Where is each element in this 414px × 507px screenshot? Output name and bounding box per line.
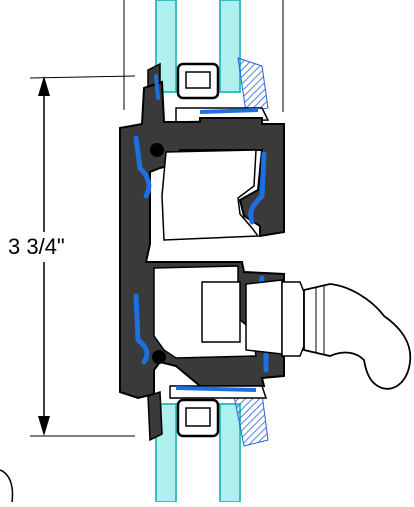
glass-pane-right-bottom xyxy=(219,403,241,503)
detail-callout-arc xyxy=(0,469,14,503)
reference-lines xyxy=(29,0,284,437)
black-seals xyxy=(150,143,166,364)
lower-glazing-section xyxy=(147,385,269,447)
upper-spacer xyxy=(176,62,220,100)
handle-rosette xyxy=(281,281,305,357)
gasket-left-upper xyxy=(133,135,152,199)
height-dimension-label: 3 3/4" xyxy=(6,232,67,262)
arrow-down-icon xyxy=(38,416,50,436)
gasket-right-upper xyxy=(248,151,267,225)
arrow-up-icon xyxy=(38,76,50,96)
glass-pane-right-top xyxy=(219,0,241,93)
glass-pane-left-top xyxy=(155,0,177,93)
handle-lever xyxy=(303,283,412,390)
handle-base xyxy=(201,281,241,343)
upper-gasket xyxy=(199,108,259,114)
lower-gasket xyxy=(175,386,257,392)
gasket-left-lower xyxy=(133,293,150,365)
upper-hatch-seal xyxy=(237,57,269,113)
window-handle xyxy=(201,279,412,390)
lower-spacer xyxy=(176,398,220,438)
